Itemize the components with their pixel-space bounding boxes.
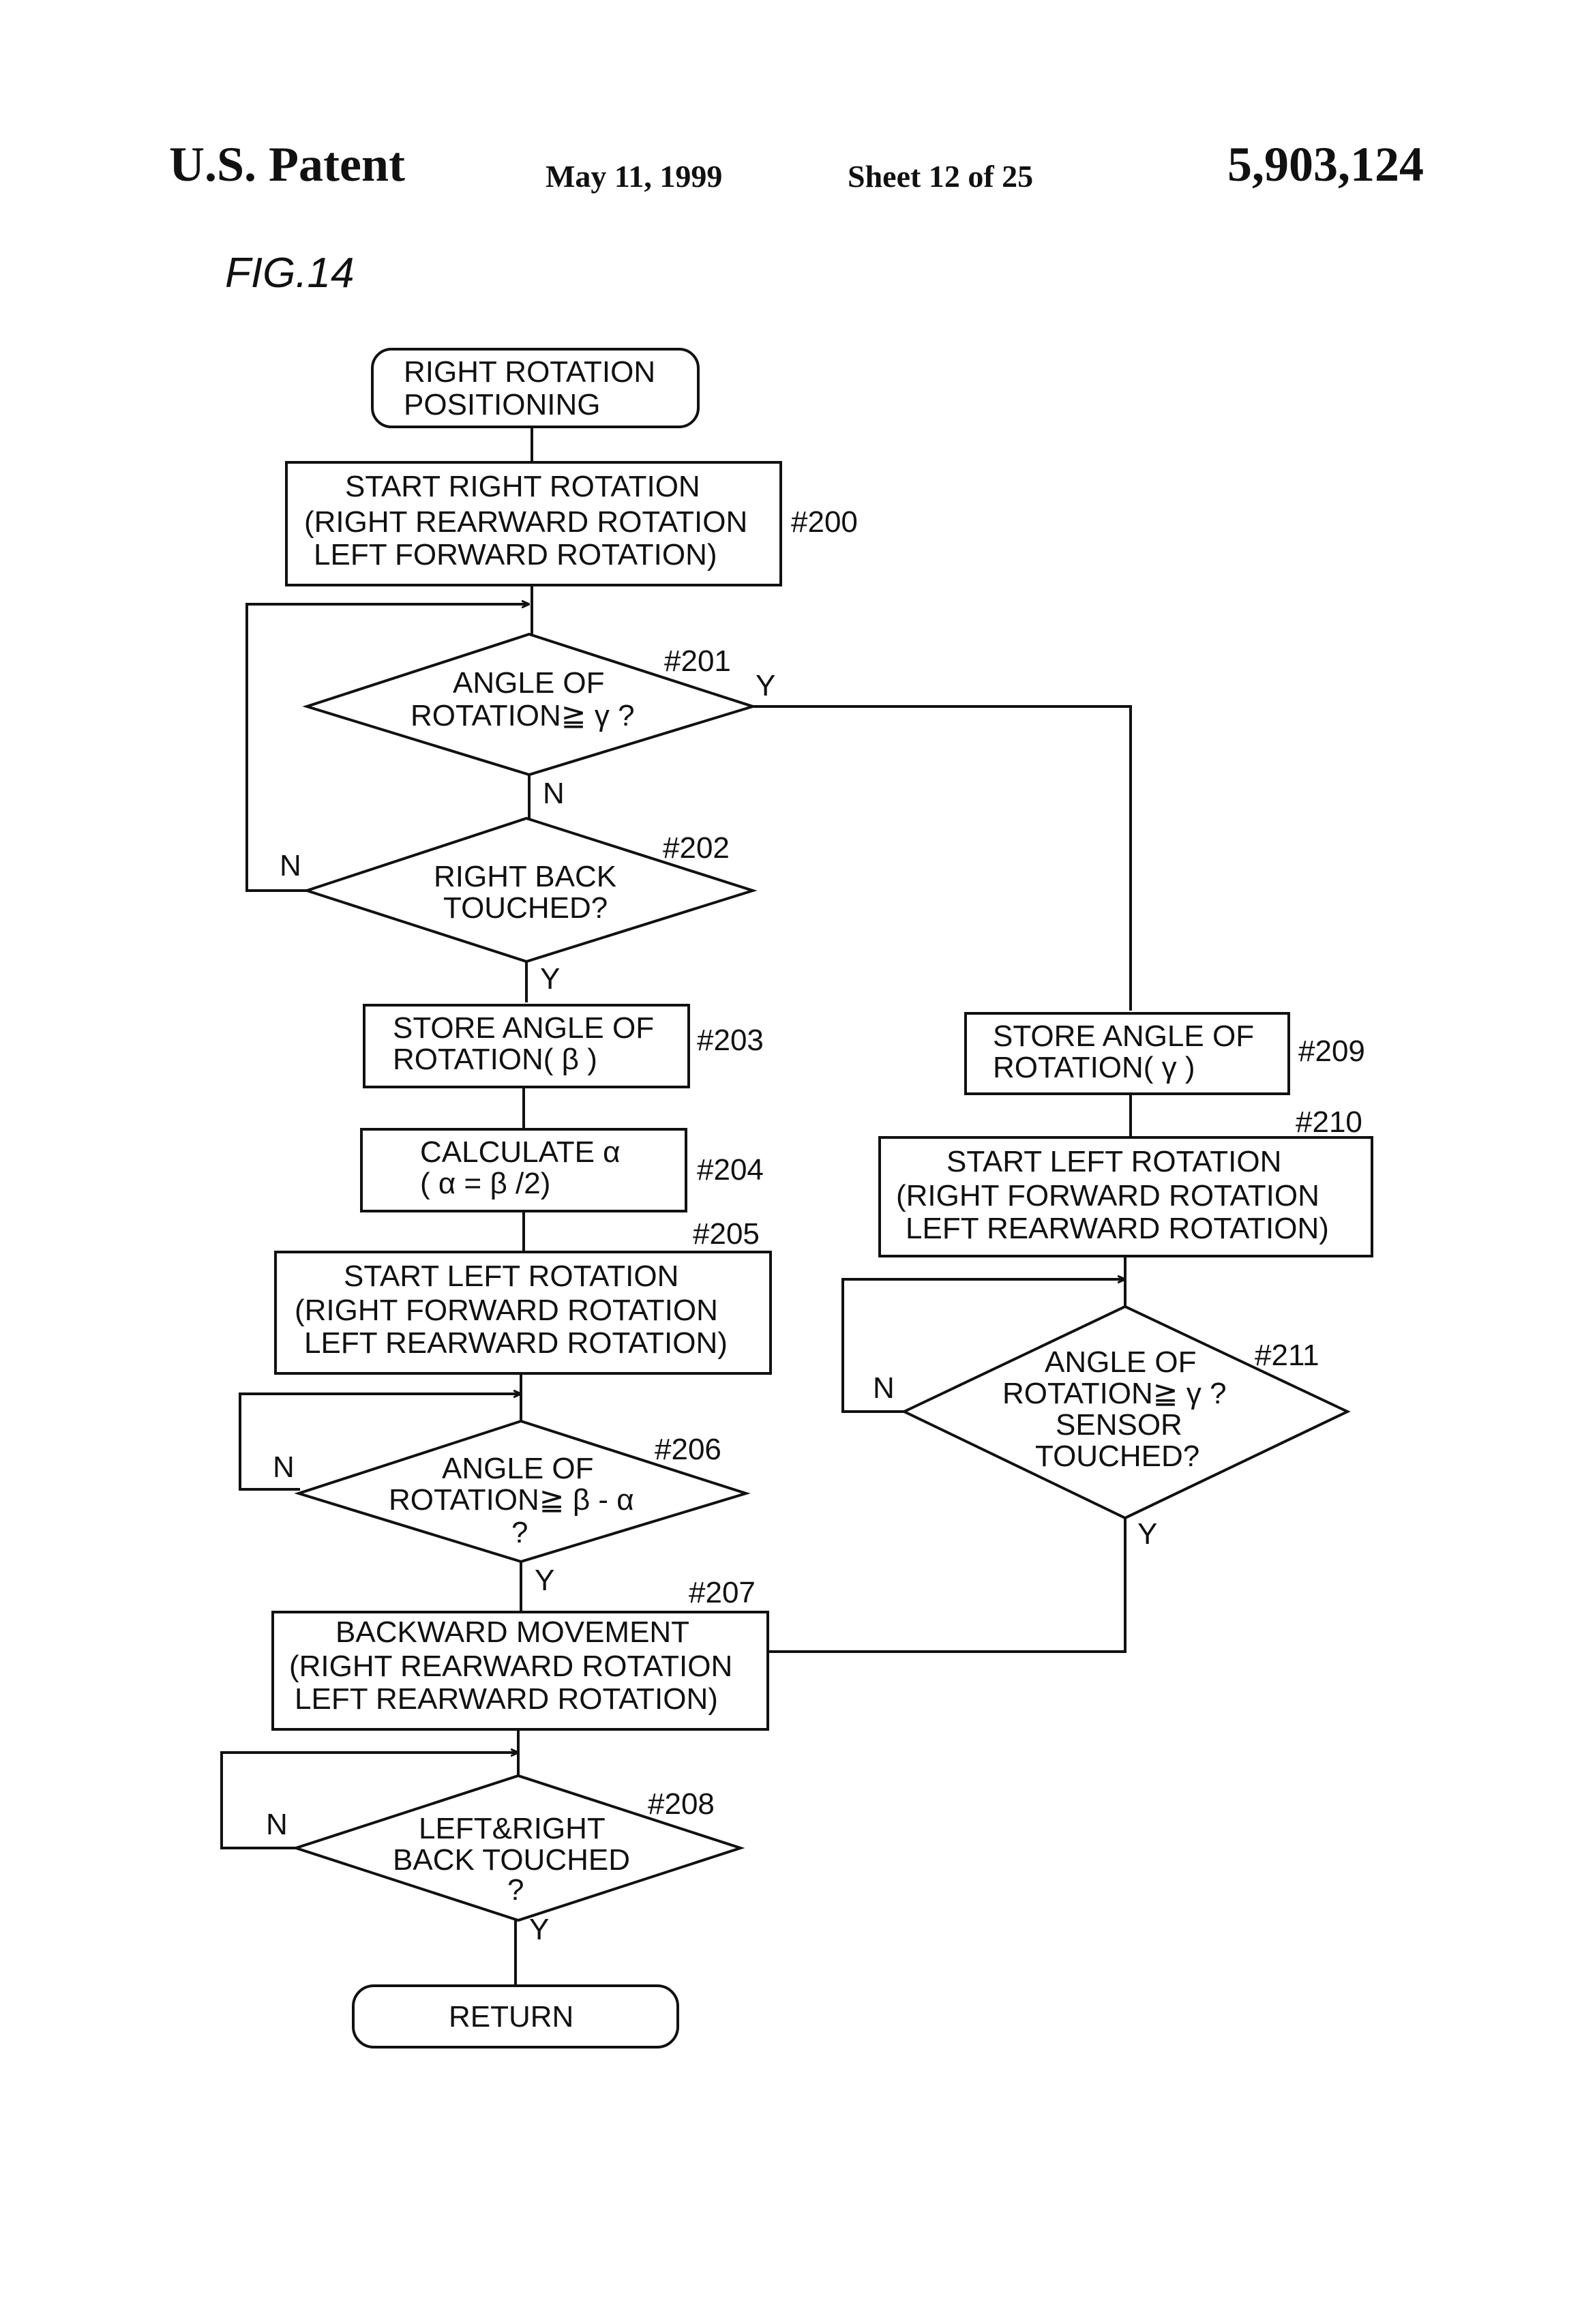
step-207-line-2: (RIGHT REARWARD ROTATION — [289, 1650, 732, 1683]
step-205-line-1: START LEFT ROTATION — [344, 1260, 678, 1293]
step-200-line-2: (RIGHT REARWARD ROTATION — [304, 505, 747, 539]
decision-206-no-label: N — [273, 1450, 295, 1484]
step-204-line-2: ( α = β /2) — [420, 1167, 550, 1200]
step-207-line-1: BACKWARD MOVEMENT — [335, 1615, 689, 1649]
decision-206-line-2: ROTATION≧ β - α — [389, 1483, 634, 1517]
decision-202-line-1: RIGHT BACK — [434, 860, 616, 893]
decision-202-yes-label: Y — [540, 962, 560, 996]
decision-208-yes-label: Y — [529, 1913, 549, 1946]
step-200-line-3: LEFT FORWARD ROTATION) — [314, 538, 717, 571]
decision-211-ref: #211 — [1255, 1339, 1319, 1372]
step-203-line-2: ROTATION( β ) — [393, 1043, 597, 1076]
decision-206-line-3: ? — [511, 1516, 528, 1549]
decision-206-yes-label: Y — [535, 1564, 554, 1597]
step-200-line-1: START RIGHT ROTATION — [345, 470, 700, 503]
decision-202-line-2: TOUCHED? — [443, 891, 608, 925]
step-203-line-1: STORE ANGLE OF — [393, 1011, 654, 1045]
decision-202-ref: #202 — [663, 831, 730, 865]
step-209-line-1: STORE ANGLE OF — [993, 1019, 1254, 1053]
step-205-line-2: (RIGHT FORWARD ROTATION — [295, 1294, 718, 1327]
decision-208-line-3: ? — [507, 1873, 524, 1907]
decision-211-line-1: ANGLE OF — [1045, 1345, 1197, 1379]
decision-201-line-2: ROTATION≧ γ ? — [411, 699, 635, 732]
decision-211-yes-label: Y — [1137, 1517, 1157, 1551]
decision-208-line-1: LEFT&RIGHT — [419, 1812, 606, 1845]
step-210-ref: #210 — [1296, 1105, 1362, 1139]
decision-208-line-2: BACK TOUCHED — [393, 1843, 630, 1877]
step-207-line-3: LEFT REARWARD ROTATION) — [295, 1682, 718, 1716]
step-203-ref: #203 — [697, 1024, 764, 1057]
decision-211-line-4: TOUCHED? — [1035, 1440, 1199, 1473]
step-204-line-1: CALCULATE α — [420, 1135, 621, 1169]
step-200-ref: #200 — [791, 505, 858, 539]
decision-201-no-label: N — [543, 777, 565, 810]
step-210-line-2: (RIGHT FORWARD ROTATION — [896, 1179, 1319, 1212]
decision-206-ref: #206 — [655, 1433, 721, 1466]
step-209-line-2: ROTATION( γ ) — [993, 1051, 1195, 1084]
connector-201-yes — [749, 706, 1131, 1011]
step-209-ref: #209 — [1298, 1034, 1365, 1068]
decision-208-ref: #208 — [648, 1787, 715, 1821]
step-207-ref: #207 — [689, 1576, 756, 1609]
decision-201-yes-label: Y — [756, 669, 775, 702]
start-line-1: RIGHT ROTATION — [404, 355, 655, 389]
step-204-ref: #204 — [697, 1153, 764, 1187]
decision-201-ref: #201 — [664, 644, 731, 678]
start-line-2: POSITIONING — [404, 388, 600, 421]
decision-211-line-2: ROTATION≧ γ ? — [1002, 1377, 1227, 1410]
decision-206-line-1: ANGLE OF — [442, 1452, 594, 1485]
decision-211-line-3: SENSOR — [1056, 1408, 1182, 1442]
step-205-ref: #205 — [693, 1217, 760, 1251]
decision-202-no-label: N — [280, 849, 301, 882]
end-label: RETURN — [449, 2000, 573, 2034]
step-205-line-3: LEFT REARWARD ROTATION) — [304, 1326, 728, 1360]
decision-211-no-label: N — [873, 1371, 895, 1405]
step-210-line-1: START LEFT ROTATION — [946, 1145, 1281, 1178]
decision-201-line-1: ANGLE OF — [453, 666, 605, 700]
decision-208-no-label: N — [266, 1808, 288, 1841]
step-210-line-3: LEFT REARWARD ROTATION) — [906, 1212, 1329, 1245]
